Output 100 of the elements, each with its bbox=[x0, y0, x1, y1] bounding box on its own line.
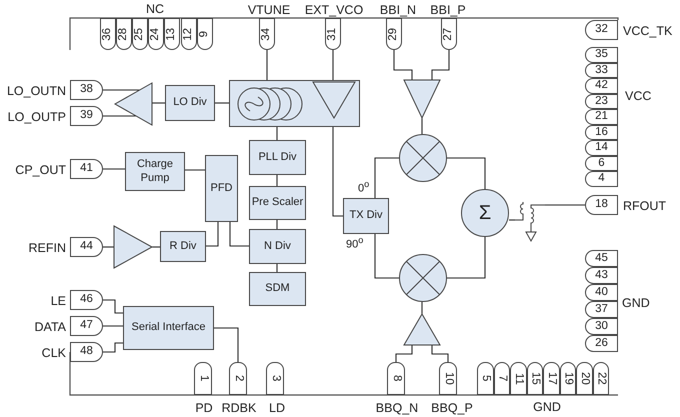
connector-line bbox=[431, 345, 449, 362]
connector-line bbox=[206, 222, 219, 247]
sum-label: Σ bbox=[478, 200, 492, 226]
pin-number: 8 bbox=[390, 375, 402, 382]
pin-number: 35 bbox=[595, 49, 608, 60]
pin-number: 47 bbox=[80, 320, 93, 332]
pin bbox=[585, 62, 618, 78]
pin-name: LO_OUTP bbox=[8, 111, 66, 124]
connector-line bbox=[103, 342, 123, 353]
pin-group-label: GND bbox=[533, 401, 561, 414]
connector-line bbox=[103, 299, 123, 314]
pin-number: 6 bbox=[598, 158, 605, 169]
connector-line bbox=[447, 157, 486, 189]
pin-number: 41 bbox=[80, 163, 93, 175]
block-label: TX Div bbox=[350, 209, 382, 223]
connector-line bbox=[332, 50, 334, 81]
block-label: R Div bbox=[170, 240, 196, 254]
pin-number: 34 bbox=[261, 28, 273, 40]
pin-name: BBI_N bbox=[380, 4, 416, 16]
pin-number: 1 bbox=[197, 375, 209, 382]
pin bbox=[526, 362, 543, 395]
pin-number: 24 bbox=[150, 28, 162, 40]
pin-number: 37 bbox=[595, 304, 608, 316]
connector-line bbox=[447, 237, 486, 279]
pin bbox=[477, 362, 494, 395]
pin bbox=[585, 124, 618, 140]
pin-name: LO_OUTN bbox=[6, 85, 66, 98]
block-label: SDM bbox=[265, 282, 290, 296]
connector-line bbox=[103, 246, 114, 248]
connector-line bbox=[395, 345, 413, 362]
pin-name: DATA bbox=[34, 321, 66, 334]
pin-name: RFOUT bbox=[623, 200, 666, 212]
pin-name: LD bbox=[269, 402, 285, 414]
pin-name: VTUNE bbox=[248, 4, 290, 16]
pin-number: 13 bbox=[166, 28, 178, 40]
vco-block bbox=[229, 80, 360, 127]
pin-number: 33 bbox=[595, 64, 608, 76]
pin-number: 42 bbox=[595, 80, 608, 92]
connector-line bbox=[545, 204, 585, 206]
connector-line bbox=[229, 222, 249, 247]
connector-line bbox=[152, 102, 165, 104]
pin-name: BBQ_P bbox=[431, 402, 473, 414]
pin-name: PD bbox=[195, 402, 213, 414]
block-label: N Div bbox=[264, 240, 291, 254]
pin-number: 14 bbox=[595, 142, 608, 154]
connector-line bbox=[276, 264, 278, 272]
pin-name: BBI_P bbox=[430, 4, 466, 16]
pin-number: 46 bbox=[80, 294, 93, 306]
pin-number: 29 bbox=[388, 28, 400, 40]
pin-name: EXT_VCO bbox=[304, 4, 364, 16]
summer-symbol bbox=[461, 189, 509, 237]
pin bbox=[181, 18, 197, 50]
pin-number: 44 bbox=[80, 241, 93, 253]
pin-number: 32 bbox=[595, 24, 608, 36]
connector-line bbox=[103, 325, 123, 327]
function-block bbox=[249, 229, 306, 264]
pin-number: 20 bbox=[578, 372, 590, 385]
connector-line bbox=[103, 89, 140, 91]
pin-number: 18 bbox=[595, 199, 608, 211]
block-label: PLL Div bbox=[258, 150, 297, 164]
connector-line bbox=[266, 50, 268, 80]
mixer-symbol bbox=[399, 134, 447, 182]
pin-number: 21 bbox=[595, 111, 608, 122]
block-label: Pre Scaler bbox=[252, 196, 304, 210]
pin bbox=[585, 250, 618, 267]
pin bbox=[585, 318, 618, 335]
pin-number: 27 bbox=[443, 28, 455, 40]
pin-name: CLK bbox=[42, 347, 66, 360]
pin-name: VCC_TK bbox=[623, 25, 672, 38]
pin-name: RDBK bbox=[222, 402, 256, 414]
pin-number: 16 bbox=[595, 126, 608, 138]
pin-number: 31 bbox=[327, 28, 339, 40]
connector-line bbox=[374, 234, 399, 279]
pin bbox=[510, 362, 526, 395]
connector-line bbox=[103, 115, 136, 117]
pin-number: 5 bbox=[480, 375, 491, 382]
connector-line bbox=[393, 50, 413, 80]
pin bbox=[585, 171, 618, 186]
pin-number: 9 bbox=[199, 30, 211, 38]
pin bbox=[585, 156, 618, 171]
pin-number: 15 bbox=[529, 372, 540, 385]
mixer-symbol bbox=[399, 254, 447, 302]
pin-name: REFIN bbox=[28, 242, 66, 254]
pin bbox=[494, 362, 510, 395]
pin bbox=[148, 18, 164, 50]
pin-number: 25 bbox=[134, 28, 146, 40]
connector-line bbox=[421, 302, 423, 314]
function-block bbox=[123, 306, 214, 350]
pin-group-label: VCC bbox=[625, 90, 652, 102]
block-label: LO Div bbox=[173, 96, 207, 110]
pin-number: 3 bbox=[269, 375, 281, 382]
pin-number: 26 bbox=[595, 338, 608, 350]
function-block bbox=[205, 155, 238, 222]
pin-name: BBQ_N bbox=[376, 402, 418, 414]
pin bbox=[585, 78, 618, 94]
pin-number: 2 bbox=[232, 375, 244, 382]
function-block bbox=[249, 272, 306, 306]
block-label: PFD bbox=[210, 182, 232, 196]
function-block bbox=[249, 186, 306, 220]
pin-number: 17 bbox=[546, 372, 557, 385]
